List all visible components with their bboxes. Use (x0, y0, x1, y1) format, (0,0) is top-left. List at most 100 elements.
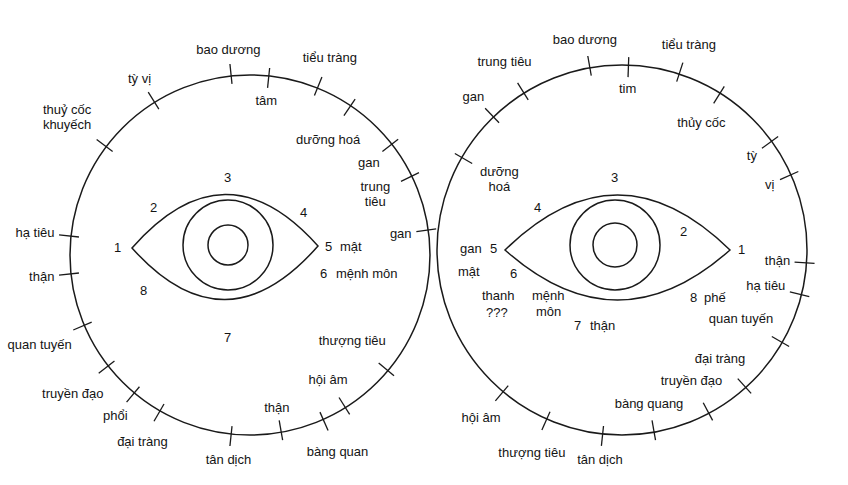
organ-label: bàng quan (307, 444, 368, 459)
leader-line (455, 154, 472, 164)
right-eye-lids (505, 195, 730, 300)
leader-line (588, 56, 591, 76)
leader-line (339, 397, 350, 414)
eye-zone-label: môn (536, 304, 561, 319)
leader-line (714, 86, 725, 103)
left-eye-circle (70, 75, 430, 435)
zone-number: 4 (534, 200, 541, 215)
leader-line (416, 229, 436, 232)
organ-label: tỳ (747, 148, 757, 163)
organ-label: tâm (255, 93, 277, 108)
organ-label: thận (29, 269, 54, 284)
leader-line (495, 386, 508, 401)
organ-label: thượng tiêu (319, 333, 386, 348)
right-pupil (593, 223, 637, 267)
leader-line (99, 361, 115, 373)
organ-label: hội âm (462, 410, 501, 425)
organ-label: dưỡng hoá (296, 132, 360, 147)
leader-line (627, 57, 629, 77)
leader-line (320, 412, 328, 430)
eye-zone-label: mật (458, 264, 480, 279)
eye-zone-label: mật (340, 239, 362, 254)
organ-label: bao dương (196, 42, 260, 57)
eye-zone-label: ??? (486, 305, 508, 320)
leader-line (379, 363, 394, 376)
leader-line (268, 68, 270, 88)
leader-line (127, 387, 140, 402)
zone-number: 1 (738, 242, 745, 257)
leader-line (314, 77, 321, 96)
organ-label: thủy cốc (677, 115, 725, 130)
left-pupil (208, 225, 248, 265)
leader-line (795, 262, 815, 263)
organ-label: trung tiêu (355, 179, 395, 209)
organ-label: thận (264, 400, 289, 415)
eye-zone-label: gan (460, 241, 482, 256)
leader-lines (59, 56, 814, 446)
organ-label: trung tiêu (477, 54, 531, 69)
organ-label: thận (765, 253, 790, 268)
zone-number: 8 (140, 283, 147, 298)
zone-number: 5 (490, 241, 497, 256)
organ-label: vị (765, 177, 774, 192)
leader-line (518, 83, 529, 100)
leader-line (344, 99, 355, 116)
zone-number: 1 (114, 240, 121, 255)
zone-number: 4 (300, 205, 307, 220)
leader-line (762, 137, 778, 149)
leader-line (780, 172, 798, 180)
right-eye-circle (437, 65, 807, 435)
eye-zone-label: mệnh (532, 288, 565, 303)
left-iris (183, 200, 273, 290)
eye-zone-label: mệnh môn (336, 266, 397, 281)
organ-label: gan (390, 226, 412, 241)
zone-number: 5 (325, 239, 332, 254)
leader-line (59, 273, 79, 275)
organ-label: thượng tiêu (498, 445, 565, 460)
left-eye-lids (132, 194, 318, 299)
right-iris (570, 200, 660, 290)
organ-label: bàng quang (615, 396, 684, 411)
zone-number: 3 (611, 170, 618, 185)
organ-label: tiểu tràng (303, 50, 357, 65)
organ-label: quan tuyến (7, 337, 71, 352)
leader-line (542, 412, 550, 430)
leader-line (279, 420, 282, 440)
organ-label: gan (358, 155, 380, 170)
zone-number: 6 (510, 266, 517, 281)
leader-line (703, 403, 712, 421)
leader-line (154, 404, 164, 421)
leader-line (382, 139, 398, 151)
eye-zone-label: phế (704, 290, 726, 305)
eye-zone-label: thanh (482, 288, 515, 303)
zone-number: 7 (224, 330, 231, 345)
zone-number: 2 (680, 224, 687, 239)
organ-label: dưỡng hoá (476, 164, 522, 194)
leader-line (230, 64, 232, 84)
organ-label: tân dịch (577, 452, 623, 467)
leader-line (401, 173, 419, 182)
leader-line (73, 322, 91, 330)
organ-label: tiểu tràng (662, 37, 716, 52)
organ-label: truyền đạo (661, 373, 722, 388)
leader-line (59, 235, 79, 237)
organ-label: thuỷ cốc khuyếch (37, 102, 97, 132)
leader-line (738, 379, 751, 394)
zone-number: 7 (574, 318, 581, 333)
leader-line (601, 426, 603, 446)
organ-label: phổi (103, 408, 128, 423)
organ-label: gan (463, 89, 485, 104)
organ-label: hạ tiêu (746, 278, 785, 293)
organ-label: tỳ vị (128, 71, 151, 86)
organ-label: truyền đạo (42, 386, 103, 401)
organ-label: tân dịch (206, 452, 252, 467)
leader-line (652, 420, 655, 440)
organ-label: quan tuyến (709, 311, 773, 326)
zone-number: 3 (224, 170, 231, 185)
leader-line (790, 292, 809, 297)
leader-line (485, 108, 499, 122)
organ-label: đại tràng (117, 434, 168, 449)
leader-line (230, 426, 232, 446)
organ-label: hạ tiêu (15, 225, 54, 240)
